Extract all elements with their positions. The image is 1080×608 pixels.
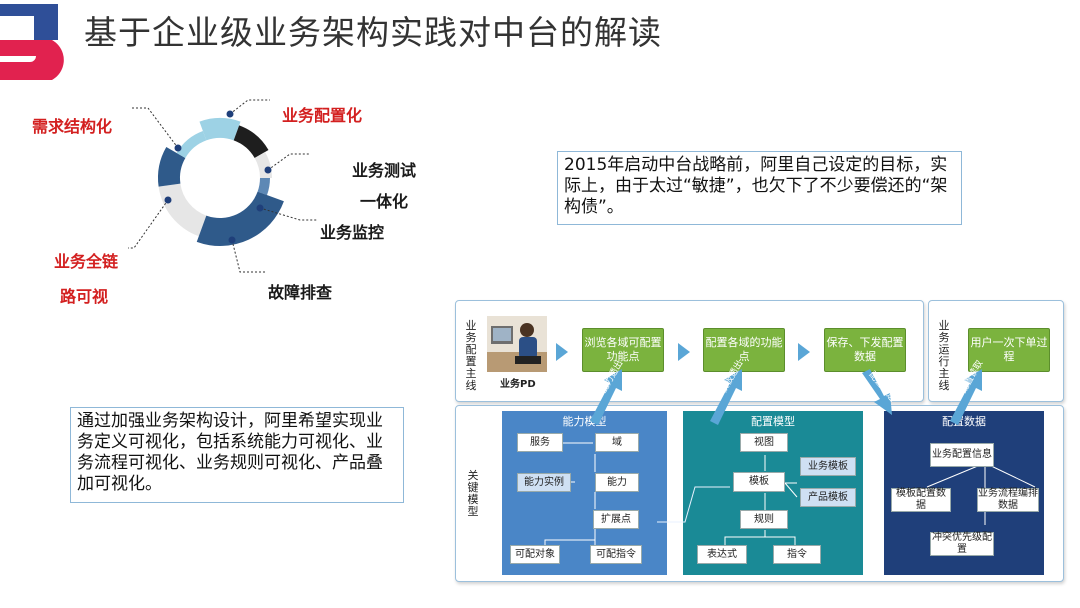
capability-ring: [128, 99, 318, 273]
cross-arrows: [590, 369, 982, 425]
ring-dot: [164, 196, 172, 204]
config-expr: 表达式: [697, 545, 747, 564]
run-line-label: 业务运行主线: [938, 319, 950, 392]
step-configure: 配置各域的功能点: [703, 328, 785, 372]
ability-service: 服务: [517, 433, 563, 452]
step-order: 用户一次下单过程: [968, 328, 1050, 372]
label-fulllink-line2: 路可视: [60, 287, 109, 306]
ring-leader-lines: [128, 99, 318, 273]
ability-obj: 可配对象: [510, 545, 560, 564]
brand-logo: [0, 4, 64, 80]
label-monitor: 业务监控: [320, 223, 385, 242]
label-fulllink-line1: 业务全链: [54, 252, 119, 271]
page-title: 基于企业级业务架构实践对中台的解读: [84, 13, 662, 52]
ability-instance: 能力实例: [517, 473, 571, 492]
ring-dot: [228, 236, 236, 244]
config-line-label: 业务配置主线: [465, 319, 477, 392]
step-browse: 浏览各域可配置功能点: [582, 328, 664, 372]
note-bottom: 通过加强业务架构设计，阿里希望实现业务定义可视化，包括系统能力可视化、业务流程可…: [70, 407, 404, 503]
ring-segment: [176, 131, 207, 158]
step-chevron: [798, 343, 810, 361]
ability-ext: 扩展点: [593, 510, 639, 529]
data-flow: 业务流程编排数据: [977, 488, 1039, 512]
ring-dots: [164, 110, 272, 244]
ring-dot: [226, 110, 234, 118]
data-tmpl: 模板配置数据: [891, 488, 951, 512]
ring-segment: [196, 191, 284, 246]
ability-ability: 能力: [595, 473, 639, 492]
key-model-label: 关键模型: [467, 469, 479, 518]
config-prod-tmpl: 产品模板: [800, 488, 856, 507]
label-req-struct: 需求结构化: [32, 117, 113, 136]
label-troubleshoot: 故障排查: [268, 283, 333, 302]
ring-segment: [199, 118, 241, 141]
label-biz-config: 业务配置化: [282, 106, 363, 125]
ring-segment: [233, 125, 269, 158]
ring-dot: [256, 204, 264, 212]
ring-segment: [158, 183, 207, 237]
data-conflict: 冲突优先级配置: [930, 532, 994, 556]
ring-dot: [264, 166, 272, 174]
ring-dot: [174, 144, 182, 152]
label-test-line1: 业务测试: [352, 161, 417, 180]
person-photo: [487, 316, 547, 372]
ring-segment: [158, 147, 186, 187]
config-model-title: 配置模型: [751, 415, 795, 428]
data-info: 业务配置信息: [930, 443, 994, 467]
person-label: 业务PD: [500, 379, 536, 390]
ring-segment: [257, 178, 270, 196]
config-tmpl: 模板: [733, 472, 785, 492]
step-chevron: [556, 343, 568, 361]
ring-segments: [158, 118, 284, 246]
config-biz-tmpl: 业务模板: [800, 457, 856, 476]
step-save: 保存、下发配置数据: [824, 328, 906, 372]
config-instr: 指令: [773, 545, 821, 564]
label-test-line2: 一体化: [360, 192, 409, 211]
config-view: 视图: [740, 433, 788, 452]
note-top: 2015年启动中台战略前，阿里自己设定的目标，实际上，由于太过“敏捷”，也欠下了…: [557, 151, 962, 225]
step-chevron: [678, 343, 690, 361]
ability-domain: 域: [595, 433, 639, 452]
ability-instr: 可配指令: [590, 545, 642, 564]
config-rule: 规则: [740, 510, 788, 529]
